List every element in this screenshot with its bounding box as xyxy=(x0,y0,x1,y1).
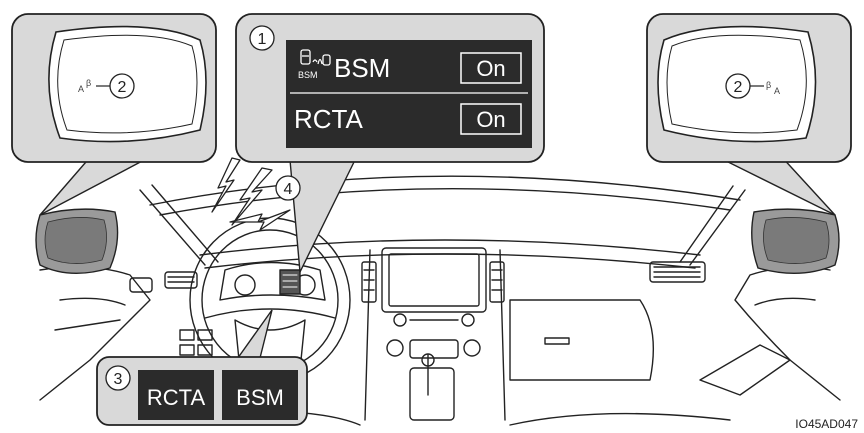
figure-code: IO45AD047 xyxy=(795,417,858,431)
rcta-display-value: On xyxy=(476,107,505,132)
bsm-display-value: On xyxy=(476,56,505,81)
svg-text:β: β xyxy=(766,80,771,90)
rcta-display-label: RCTA xyxy=(294,104,364,134)
callout-number-1: 1 xyxy=(258,31,267,48)
svg-text:β: β xyxy=(86,78,91,88)
bsm-display-label: BSM xyxy=(334,53,390,83)
callout-switch-panel: 3 RCTA BSM xyxy=(97,310,307,425)
callout-number-2-right: 2 xyxy=(734,79,743,96)
bsm-switch-label: BSM xyxy=(236,385,284,410)
callout-left-mirror: A β 2 xyxy=(12,14,216,215)
svg-text:A: A xyxy=(774,86,780,96)
callout-number-3: 3 xyxy=(114,371,123,388)
bsm-display-screen: BSM BSM On RCTA On xyxy=(286,40,532,148)
callout-number-2-left: 2 xyxy=(118,79,127,96)
right-side-mirror xyxy=(752,209,839,273)
svg-text:A: A xyxy=(78,84,84,94)
callout-display: 1 BSM BSM On RCTA On xyxy=(236,14,544,272)
callout-right-mirror: 2 β A xyxy=(647,14,851,215)
callout-number-4: 4 xyxy=(284,181,293,198)
bsm-sublabel: BSM xyxy=(298,70,318,80)
rcta-switch-label: RCTA xyxy=(147,385,206,410)
left-side-mirror xyxy=(36,209,118,273)
